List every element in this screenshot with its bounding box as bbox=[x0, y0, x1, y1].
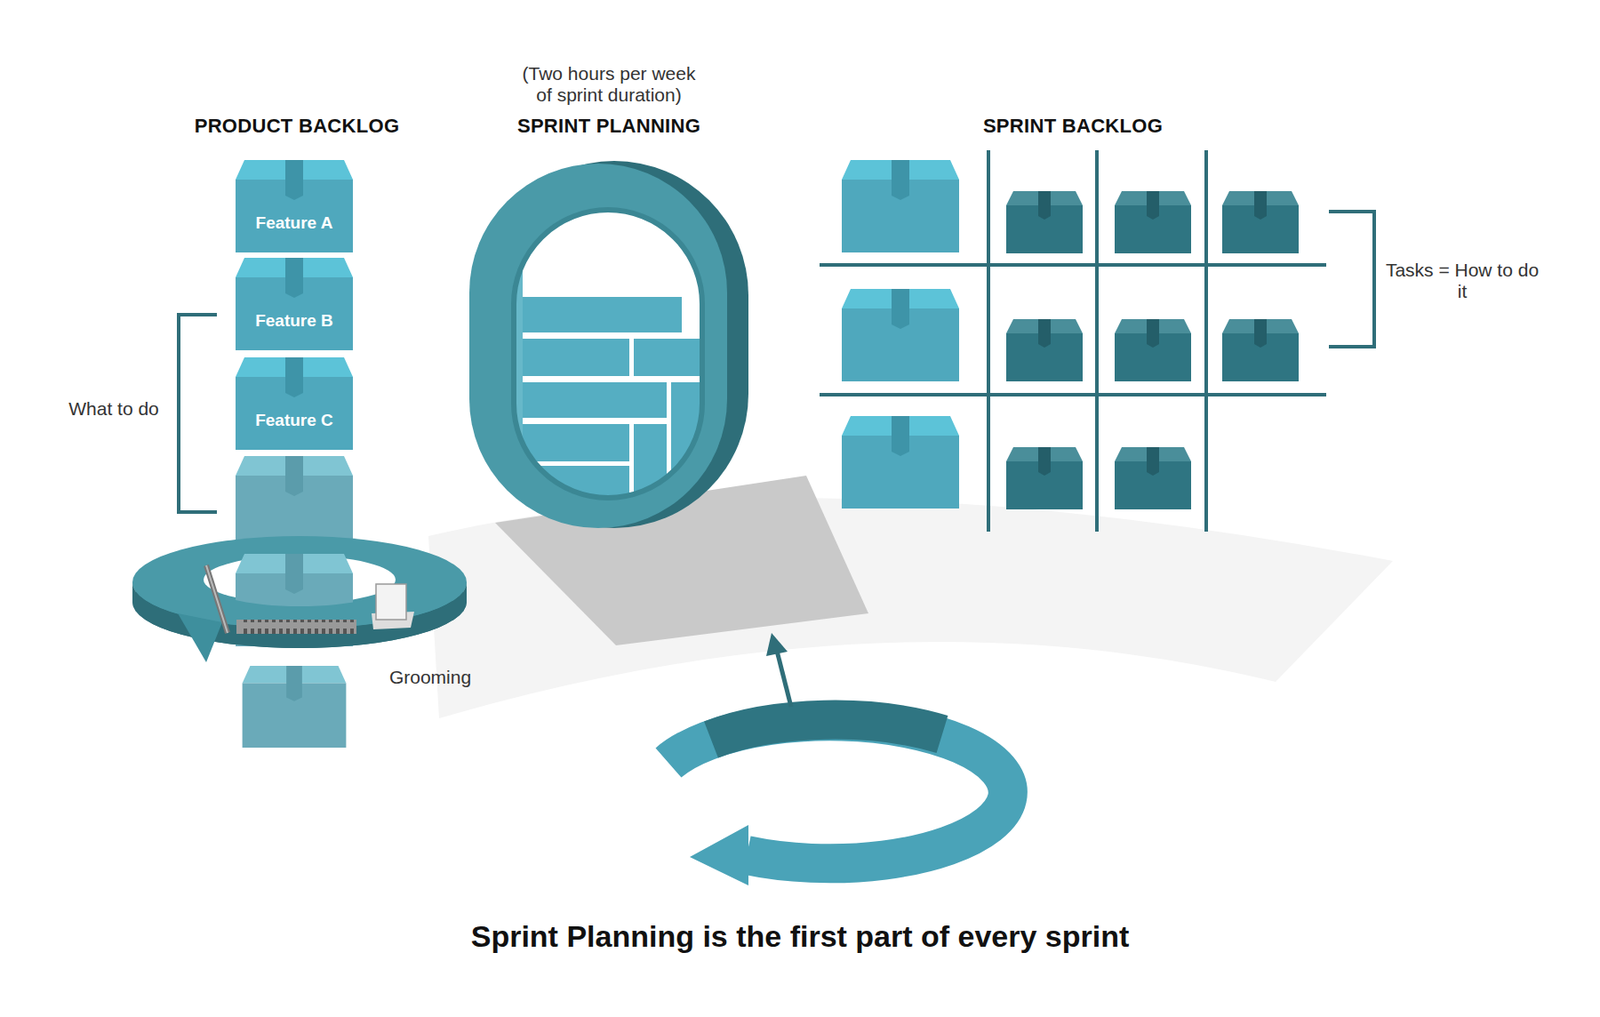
ring-label: Grooming bbox=[389, 666, 472, 688]
story-boxes bbox=[841, 160, 960, 509]
task-boxes bbox=[1006, 191, 1299, 510]
feature-label: Feature B bbox=[235, 311, 353, 331]
planning-ring bbox=[469, 160, 749, 533]
duration-note: (Two hours per week of sprint duration) bbox=[513, 63, 705, 106]
section-heading: SPRINT BACKLOG bbox=[983, 114, 1163, 137]
feature-label: Feature A bbox=[235, 213, 353, 233]
sprint-backlog-grid bbox=[819, 150, 1327, 532]
feature-box: Feature B bbox=[235, 257, 353, 351]
bracket-label: What to do bbox=[68, 398, 160, 420]
section-heading: SPRINT PLANNING bbox=[517, 114, 701, 137]
box-shape bbox=[235, 160, 353, 253]
what-bracket bbox=[178, 314, 217, 512]
feature-box: Feature C bbox=[235, 357, 353, 450]
box-shape bbox=[235, 257, 353, 351]
section-heading: PRODUCT BACKLOG bbox=[194, 114, 400, 137]
feature-box: Feature A bbox=[235, 160, 353, 253]
box-shape bbox=[235, 357, 353, 450]
tasks-bracket bbox=[1328, 211, 1375, 347]
sprint-cycle-arrow bbox=[668, 632, 1008, 886]
bracket-label: Tasks = How to do it bbox=[1384, 259, 1541, 303]
feature-label: Feature C bbox=[235, 410, 353, 431]
caption: Sprint Planning is the first part of eve… bbox=[471, 919, 1130, 954]
grooming-ring bbox=[132, 456, 467, 748]
